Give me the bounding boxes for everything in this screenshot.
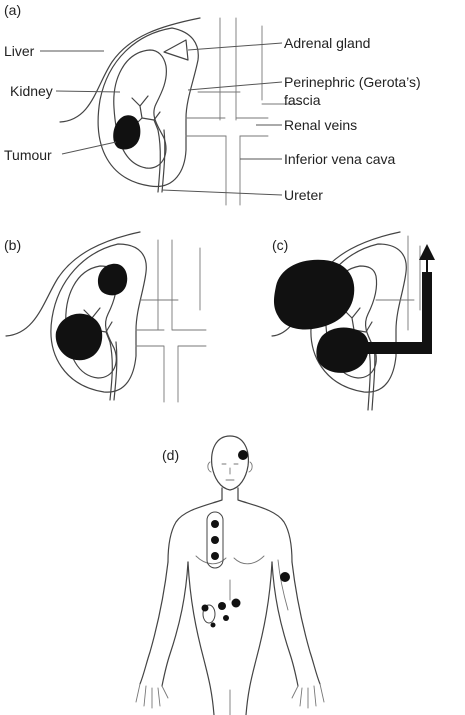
tumour-leader-line xyxy=(62,142,116,154)
panel-d-label: (d) xyxy=(162,447,179,463)
abdominal-metastasis-5 xyxy=(211,623,216,628)
abdominal-metastasis-3 xyxy=(232,599,241,608)
perinephric-fascia-leader-line xyxy=(188,82,282,90)
perinephric-fascia-outline xyxy=(98,28,198,187)
ureter-label: Ureter xyxy=(284,187,323,203)
left-arm-outline xyxy=(140,562,188,686)
ureter-leader-line xyxy=(162,190,282,195)
left-hand xyxy=(136,684,168,708)
tumour-label: Tumour xyxy=(4,147,52,163)
ivc-label: Inferior vena cava xyxy=(284,151,395,167)
neck-shoulders xyxy=(168,488,292,562)
ureter-line-1 xyxy=(158,130,160,192)
abdominal-metastasis-1 xyxy=(202,605,209,612)
chest-lines xyxy=(196,556,264,600)
ivc-right-wall xyxy=(226,136,240,205)
abdominal-metastasis-2 xyxy=(218,602,226,610)
adrenal-gland-outline xyxy=(164,40,188,60)
panel-b: (b) xyxy=(4,232,206,402)
panel-c-venous-thrombus xyxy=(362,272,432,354)
panel-c-renal-tumour xyxy=(316,328,368,373)
body-outline xyxy=(136,436,324,715)
adrenal-gland-leader-line xyxy=(188,43,282,50)
liver-label: Liver xyxy=(4,43,35,59)
lung-metastasis-2 xyxy=(211,536,219,544)
bone-metastasis xyxy=(280,572,290,582)
ivc-left-wall xyxy=(220,18,236,120)
panel-c-vessel-grid xyxy=(376,236,430,352)
right-arm-outline xyxy=(272,562,320,686)
kidney-leader-line xyxy=(56,91,120,92)
face-features xyxy=(208,462,252,480)
lung-metastasis-3 xyxy=(211,552,219,560)
abdominal-metastasis-4 xyxy=(223,615,229,621)
panel-b-adrenal-metastasis xyxy=(98,264,127,296)
panel-a-label: (a) xyxy=(4,2,21,18)
panel-b-label: (b) xyxy=(4,237,21,253)
perinephric-fascia-label-line2: fascia xyxy=(284,92,321,108)
humerus-outline xyxy=(278,560,288,610)
panel-c-label: (c) xyxy=(272,237,288,253)
renal-veins-label: Renal veins xyxy=(284,117,357,133)
tumour-mass xyxy=(113,115,140,149)
panel-d: (d) xyxy=(136,436,324,715)
kidney-label: Kidney xyxy=(10,83,53,99)
panel-c-large-tumour xyxy=(274,260,354,330)
panel-a: (a) Liver Kidney Tumour xyxy=(4,2,421,205)
liver-outline xyxy=(60,18,200,122)
panel-b-renal-tumour xyxy=(56,314,103,361)
lung-metastasis-1 xyxy=(211,520,219,528)
brain-metastasis xyxy=(238,450,248,460)
perinephric-fascia-label-line1: Perinephric (Gerota’s) xyxy=(284,74,421,90)
adrenal-gland-label: Adrenal gland xyxy=(284,35,370,51)
panel-c: (c) xyxy=(272,232,432,410)
head-outline xyxy=(212,436,249,490)
right-hand xyxy=(292,684,324,708)
